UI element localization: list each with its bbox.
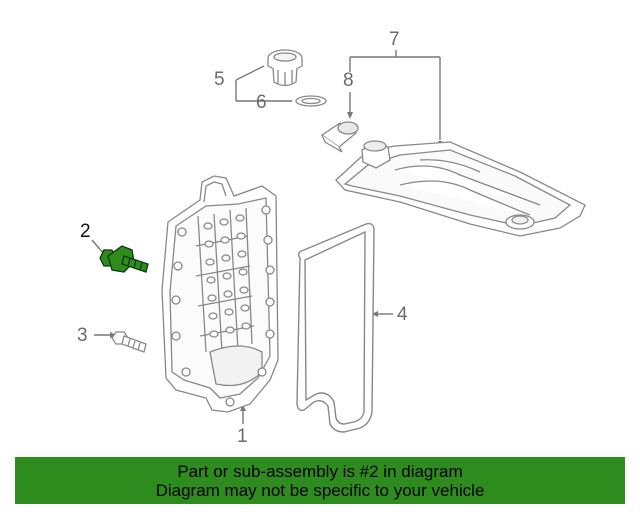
callout-5: 5 — [214, 69, 225, 90]
callout-6: 6 — [256, 92, 267, 113]
o-ring-part — [295, 95, 327, 107]
leader-lines — [91, 50, 441, 424]
filler-cap-part — [267, 49, 303, 87]
callout-4: 4 — [397, 304, 408, 325]
banner-line-2: Diagram may not be specific to your vehi… — [155, 481, 485, 500]
filter-seal-part — [320, 121, 359, 153]
callout-1: 1 — [237, 426, 248, 447]
callout-2: 2 — [80, 221, 91, 242]
parts-diagram — [91, 49, 586, 433]
callout-8: 8 — [343, 70, 354, 91]
bolt-part — [111, 331, 147, 353]
gasket-part — [296, 222, 375, 433]
highlighted-bolt-part — [99, 245, 149, 273]
callout-7: 7 — [389, 29, 400, 50]
callout-3: 3 — [77, 325, 88, 346]
notice-banner: Part or sub-assembly is #2 in diagram Di… — [15, 457, 625, 504]
filter-part — [335, 140, 586, 237]
oil-pan-part — [161, 175, 279, 413]
banner-line-1: Part or sub-assembly is #2 in diagram — [177, 462, 463, 481]
